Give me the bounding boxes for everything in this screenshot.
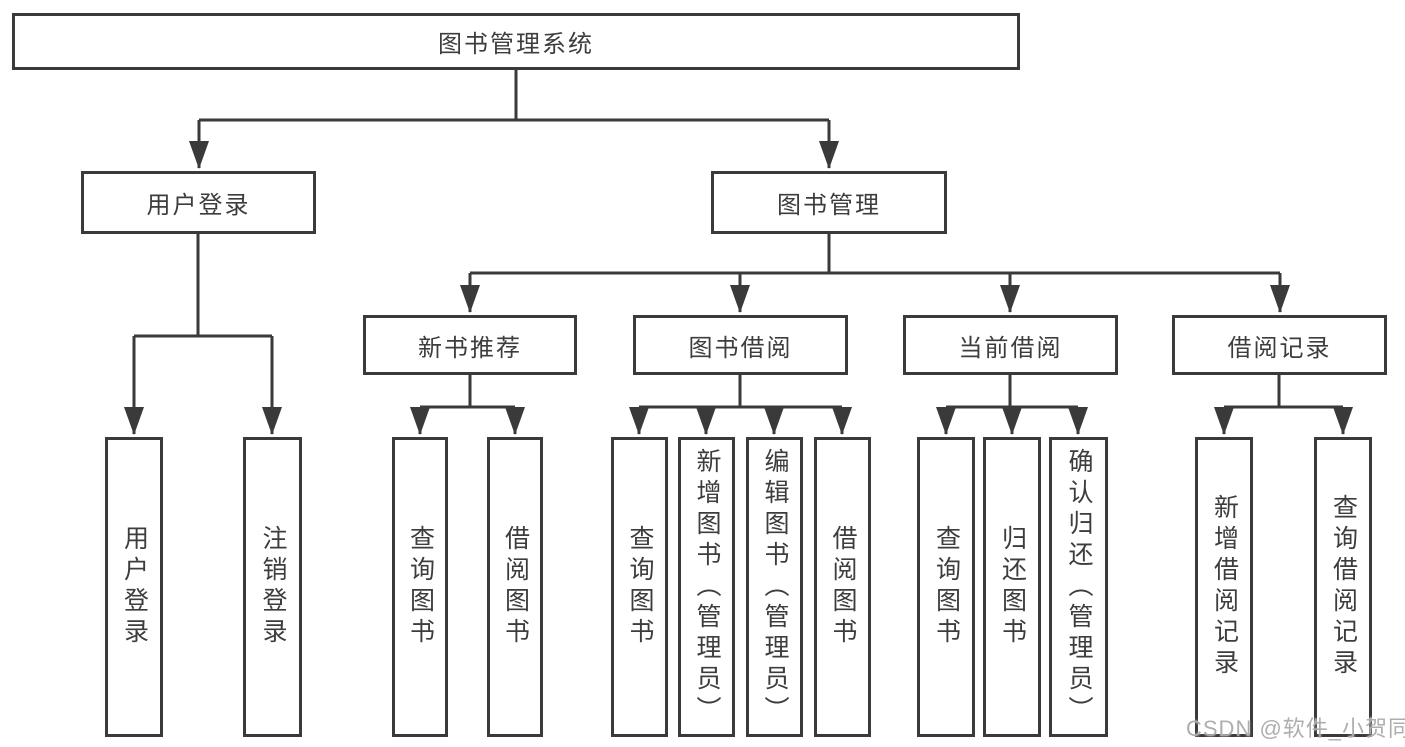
node-label: 图书管理 [777,192,881,219]
node-label: 借阅图书 [501,525,530,649]
leaf-add-borrow-record: 新增借阅记录 [1195,437,1253,737]
node-label: 确认归还（管理员） [1065,447,1093,727]
node-new-book-recommendation: 新书推荐 [363,315,577,375]
leaf-confirm-return-admin: 确认归还（管理员） [1049,437,1108,737]
node-label: 用户登录 [146,192,251,219]
leaf-borrow-books-recommend: 借阅图书 [487,437,543,737]
leaf-logout-login: 注销登录 [243,437,302,737]
leaf-return-books: 归还图书 [983,437,1041,737]
node-user-login: 用户登录 [81,171,316,234]
node-label: 当前借阅 [958,334,1063,362]
leaf-query-books-current: 查询图书 [917,437,975,737]
node-label: 编辑图书（管理员） [761,447,789,727]
leaf-query-books-borrow: 查询图书 [611,437,668,737]
leaf-borrow-books-borrow: 借阅图书 [814,437,871,737]
node-label: 图书借阅 [688,334,793,362]
node-label: 查询借阅记录 [1329,494,1358,680]
leaf-query-books-recommend: 查询图书 [392,437,448,737]
node-label: 查询图书 [406,525,435,649]
node-current-borrowing: 当前借阅 [903,315,1118,375]
leaf-add-books-admin: 新增图书（管理员） [678,437,735,737]
node-label: 图书管理系统 [438,31,594,58]
leaf-user-login: 用户登录 [105,437,163,737]
node-label: 查询图书 [626,525,654,649]
node-label: 新增图书（管理员） [693,447,721,727]
node-label: 新增借阅记录 [1210,494,1239,680]
node-label: 新书推荐 [418,334,522,362]
node-library-management-system: 图书管理系统 [12,13,1020,70]
leaf-query-borrow-record: 查询借阅记录 [1314,437,1372,737]
node-label: 借阅图书 [829,525,857,649]
node-label: 注销登录 [259,525,287,649]
node-book-management: 图书管理 [711,171,947,234]
node-label: 归还图书 [998,525,1027,649]
node-borrowing-records: 借阅记录 [1172,315,1387,375]
node-label: 借阅记录 [1227,334,1332,362]
node-label: 用户登录 [120,525,149,649]
node-book-borrowing: 图书借阅 [633,315,848,375]
node-label: 查询图书 [932,525,961,649]
leaf-edit-books-admin: 编辑图书（管理员） [746,437,803,737]
csdn-watermark: CSDN @软件_小贺同学 [1186,716,1405,741]
